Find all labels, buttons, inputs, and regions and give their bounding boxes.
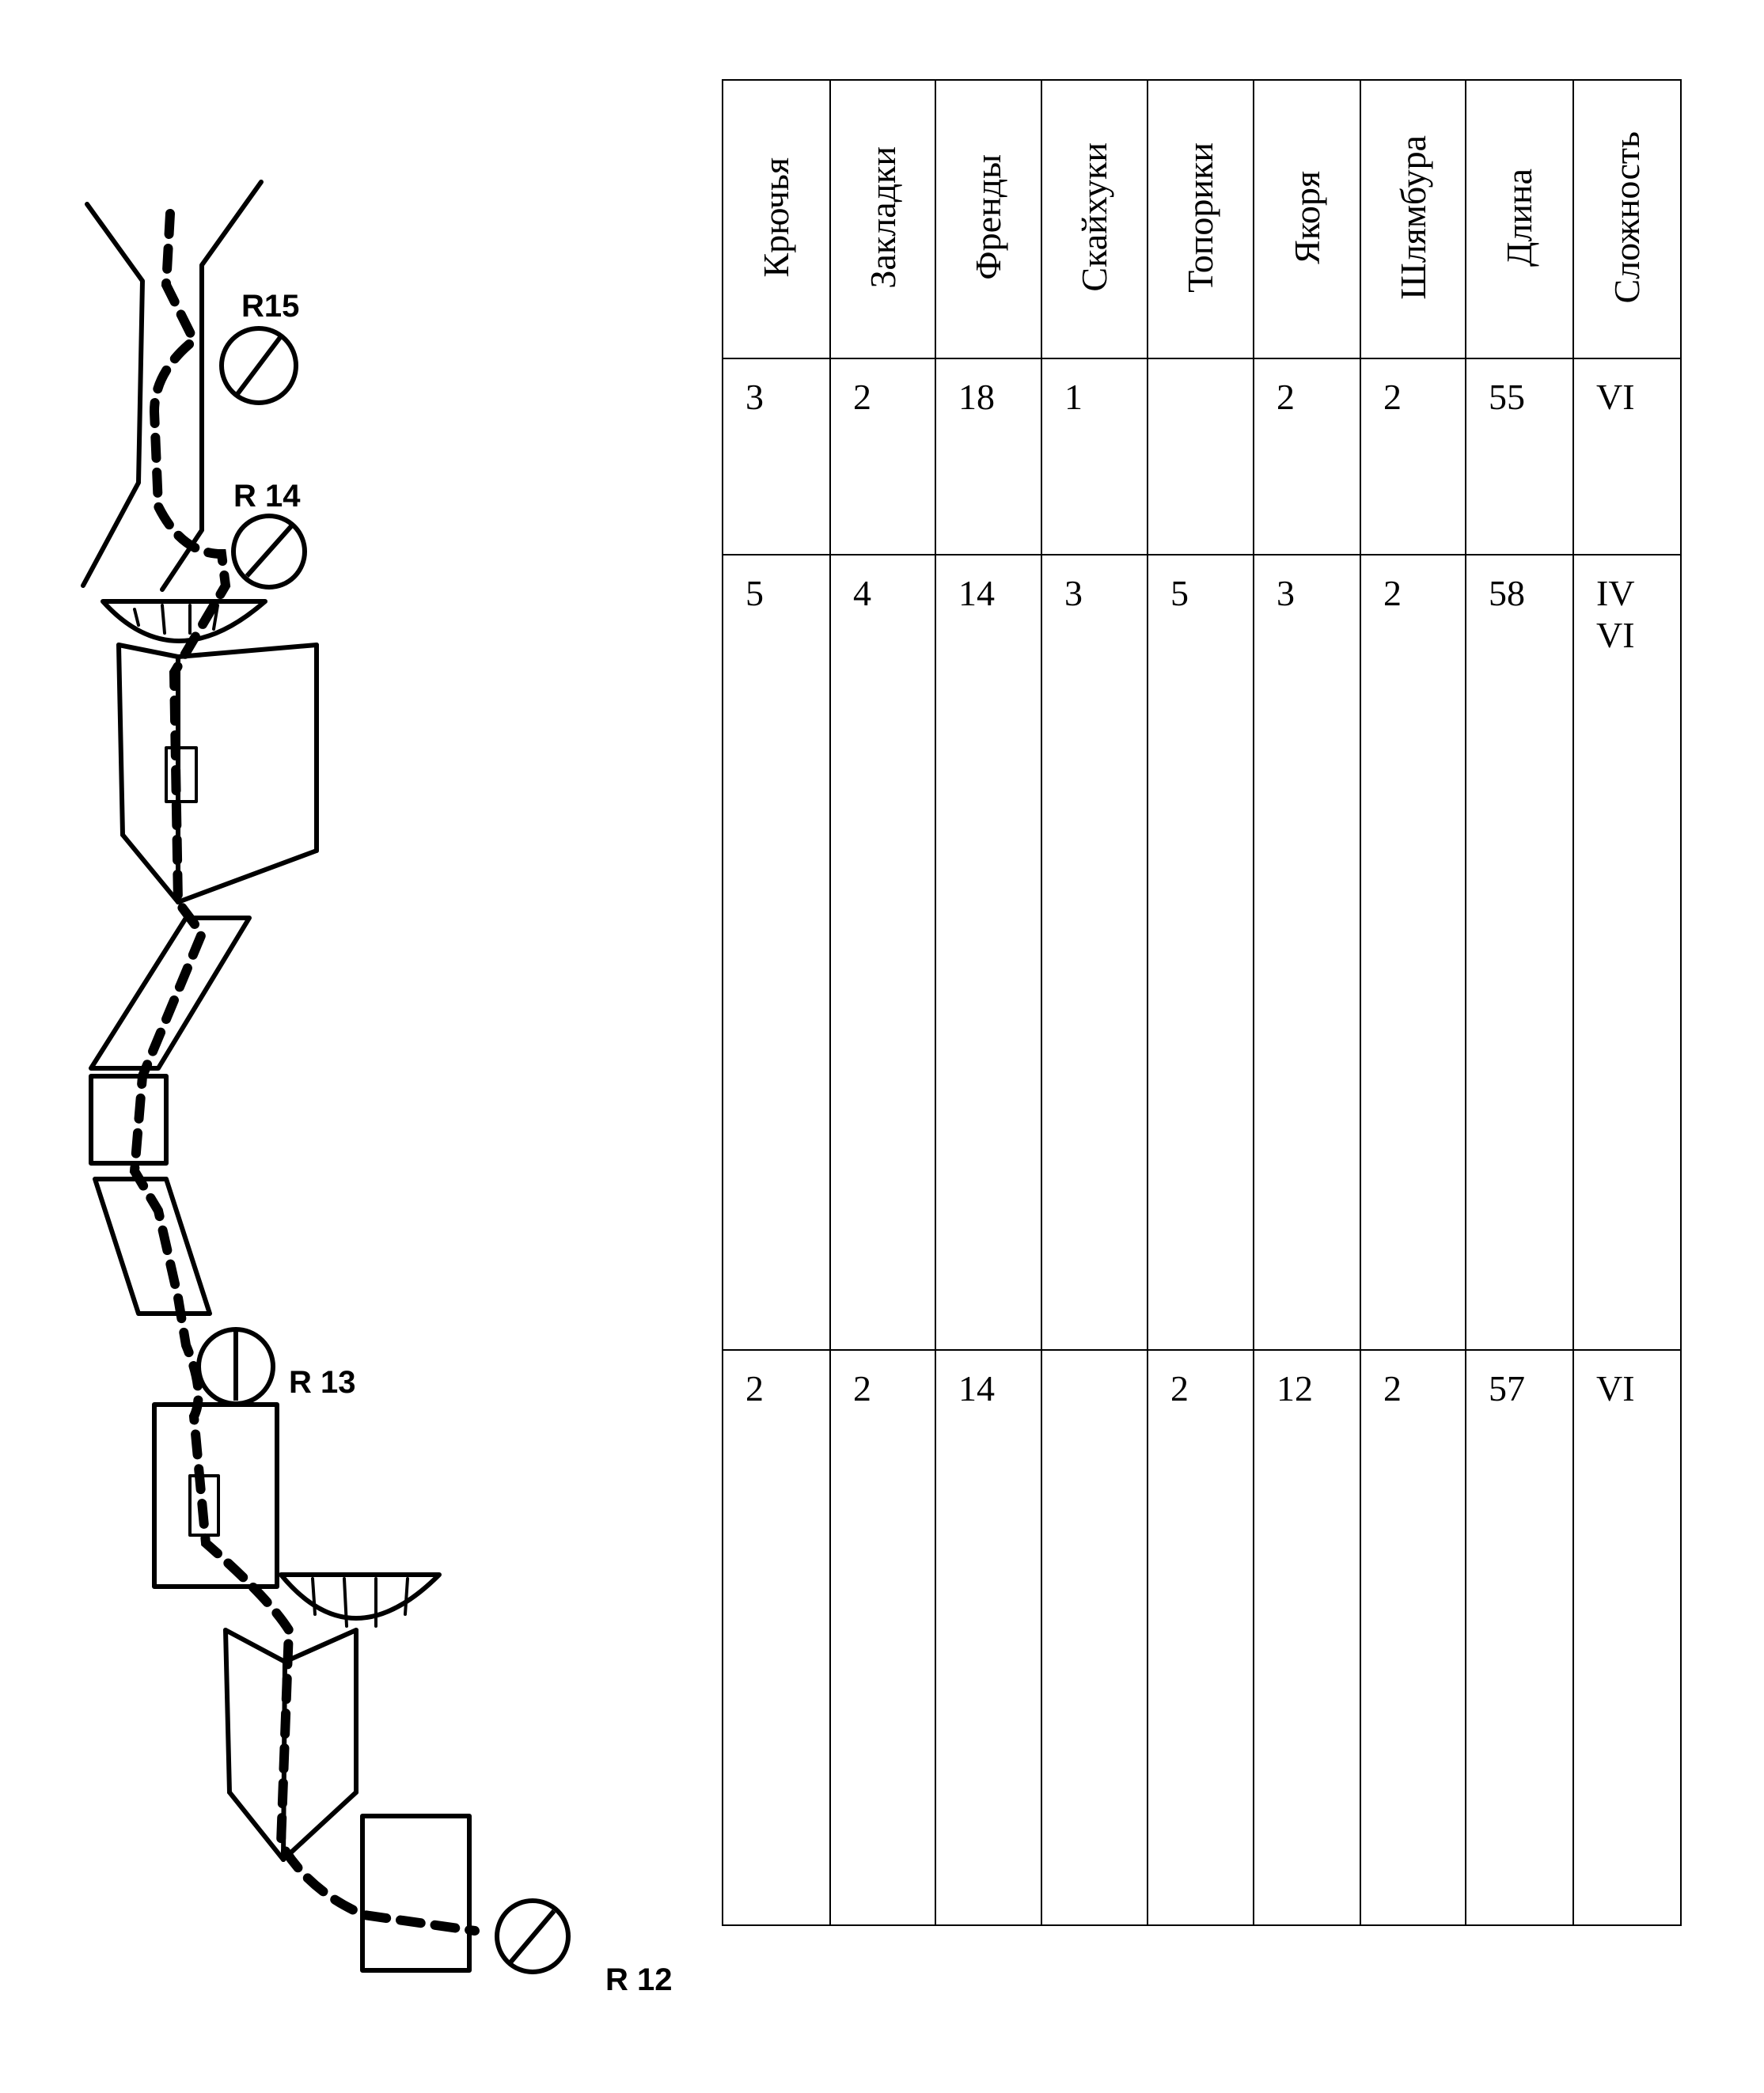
table-cell: 5 (1147, 554, 1254, 1351)
slab-1 (89, 916, 252, 1071)
chimney-walls (81, 180, 264, 592)
piton-marker-1 (165, 746, 198, 803)
table-cell: VI (1572, 358, 1682, 555)
belay-r15-icon (219, 326, 298, 405)
table-cell: 2 (829, 358, 936, 555)
belay-r12-icon (495, 1898, 571, 1974)
route-line (129, 209, 480, 1936)
belay-r14-icon (231, 514, 307, 590)
block-3 (360, 1814, 472, 1973)
table-cell: 1 (1041, 358, 1148, 555)
table-cell: 18 (935, 358, 1042, 555)
table-cell (1041, 1349, 1148, 1926)
label-r14: R 14 (233, 479, 301, 514)
header-cell: Длина (1465, 79, 1574, 359)
table-cell: VI (1572, 1349, 1682, 1926)
table-header-row: Крючья Закладки Френды Скайхуки Топорики… (722, 79, 1682, 359)
table-cell: 2 (1147, 1349, 1254, 1926)
table-row: 5 4 14 3 5 3 2 58 IV VI (722, 554, 1682, 1351)
table-cell: 3 (1041, 554, 1148, 1351)
table-cell (1147, 358, 1254, 555)
header-cell: Шлямбура (1360, 79, 1466, 359)
header-cell: Топорики (1147, 79, 1254, 359)
table-cell: 4 (829, 554, 936, 1351)
label-r12: R 12 (605, 1962, 673, 1997)
table-cell: 14 (935, 1349, 1042, 1926)
header-cell: Скайхуки (1041, 79, 1148, 359)
table-cell: 14 (935, 554, 1042, 1351)
header-cell: Якоря (1253, 79, 1361, 359)
label-r15: R15 (241, 289, 299, 324)
gear-table: Крючья Закладки Френды Скайхуки Топорики… (722, 79, 1682, 1926)
ledge-2 (279, 1572, 442, 1621)
table-cell: 2 (829, 1349, 936, 1926)
table-cell: 2 (1360, 358, 1466, 555)
table-row: 2 2 14 2 12 2 57 VI (722, 1349, 1682, 1926)
table-row: 3 2 18 1 2 2 55 VI (722, 358, 1682, 555)
route-topo-diagram: R15 R 14 R 13 R 12 (81, 180, 673, 1997)
table-cell: 3 (1253, 554, 1361, 1351)
table-cell: 2 (1253, 358, 1361, 555)
table-cell: 2 (1360, 554, 1466, 1351)
table-cell: 58 (1465, 554, 1574, 1351)
table-cell: 55 (1465, 358, 1574, 555)
block-2 (152, 1402, 279, 1589)
table-cell: 12 (1253, 1349, 1361, 1926)
table-cell: 3 (722, 358, 831, 555)
label-r13: R 13 (289, 1365, 356, 1400)
header-cell: Сложность (1572, 79, 1682, 359)
table-cell: 5 (722, 554, 831, 1351)
ledge-1 (101, 599, 267, 643)
header-cell: Закладки (829, 79, 936, 359)
header-cell: Френды (935, 79, 1042, 359)
header-cell: Крючья (722, 79, 831, 359)
table-cell: IV VI (1572, 554, 1682, 1351)
table-cell: 57 (1465, 1349, 1574, 1926)
table-cell: 2 (722, 1349, 831, 1926)
table-cell: 2 (1360, 1349, 1466, 1926)
belay-r13-icon (196, 1327, 275, 1406)
block-1 (89, 1074, 169, 1166)
dihedral-1 (116, 643, 319, 904)
